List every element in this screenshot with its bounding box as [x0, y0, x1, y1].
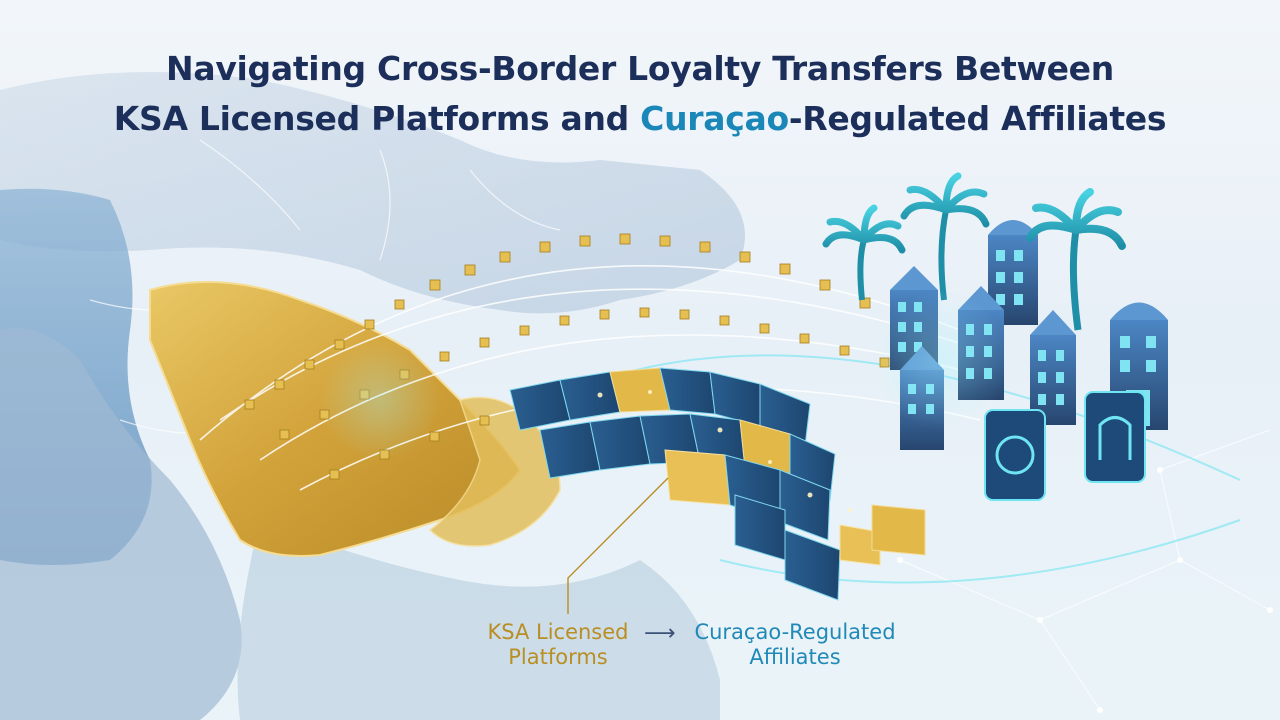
server-blocks: [509, 367, 926, 601]
title-line-2-pre: KSA Licensed Platforms and: [113, 99, 641, 138]
callout-line: [567, 477, 669, 614]
map-africa: [0, 328, 242, 720]
title-line-2: KSA Licensed Platforms and Curaçao-Regul…: [0, 94, 1280, 144]
caption-arrow-icon: ⟶: [644, 621, 676, 646]
map-land-north: [0, 72, 745, 314]
caption-source-line-2: Platforms: [508, 645, 608, 669]
title-line-1: Navigating Cross-Border Loyalty Transfer…: [166, 49, 1114, 88]
map-arabia-sea: [237, 520, 720, 720]
title-line-2-post: -Regulated Affiliates: [788, 99, 1167, 138]
caption-target-line-1: Curaçao-Regulated: [694, 620, 896, 644]
page-title: Navigating Cross-Border Loyalty Transfer…: [0, 44, 1280, 144]
caption-source-line-1: KSA Licensed: [487, 620, 629, 644]
title-accent-curacao: Curaçao: [640, 99, 789, 138]
caption-target-line-2: Affiliates: [749, 645, 841, 669]
caption-source: KSA Licensed Platforms: [468, 620, 648, 670]
curacao-buildings: [890, 220, 1168, 501]
caption-target: Curaçao-Regulated Affiliates: [660, 620, 930, 670]
